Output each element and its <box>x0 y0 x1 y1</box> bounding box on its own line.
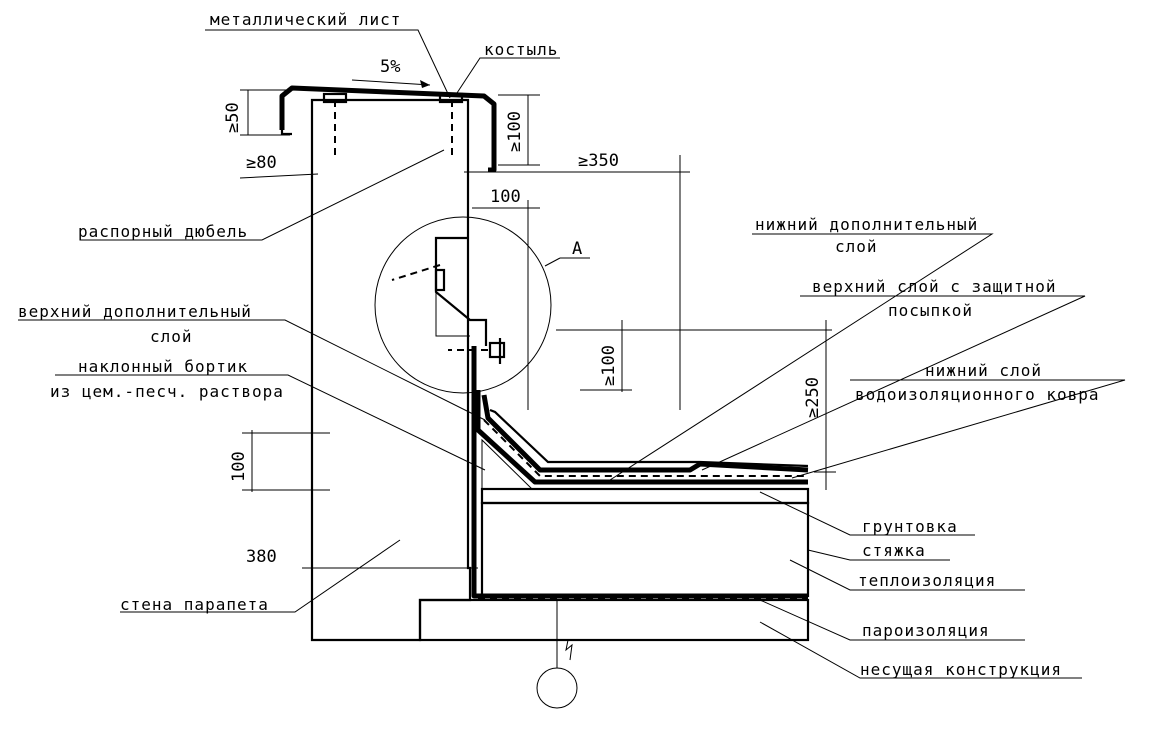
sloped-fillet <box>481 438 534 490</box>
dim-100-left: 100 <box>229 451 249 482</box>
vapor-barrier <box>471 346 808 599</box>
label-parapet-wall: стена парапета <box>120 595 269 614</box>
label-vapor-barrier: пароизоляция <box>862 621 990 640</box>
leader-lines <box>18 29 1126 679</box>
label-lower-extra-layer: нижний дополнительный <box>755 215 978 234</box>
label-insulation: теплоизоляция <box>858 571 996 590</box>
dim-380: 380 <box>246 547 277 567</box>
label-bottom-layer: нижний слой <box>925 361 1042 380</box>
section-circle <box>536 667 578 709</box>
label-crutch: костыль <box>484 40 558 59</box>
dim-100-top: ≥100 <box>505 111 525 152</box>
dimension-lines <box>239 79 836 569</box>
dim-100-lap: ≥100 <box>599 345 619 386</box>
dimension-texts: 5% ≥50 ≥80 ≥100 ≥350 100 ≥100 ≥250 100 3… <box>223 57 823 567</box>
label-upper-extra-layer-2: слой <box>150 327 193 346</box>
parapet-wall <box>310 98 472 642</box>
callout-labels: металлический лист костыль распорный дюб… <box>18 10 1100 679</box>
waterproofing-layers <box>475 390 809 485</box>
label-bottom-layer-2: водоизоляционного ковра <box>855 385 1100 404</box>
label-top-layer: верхний слой с защитной <box>812 277 1057 296</box>
label-upper-extra-layer: верхний дополнительный <box>18 302 252 321</box>
dim-80: ≥80 <box>246 153 277 173</box>
label-top-layer-2: посыпкой <box>888 301 973 320</box>
label-load-bearing: несущая конструкция <box>860 660 1062 679</box>
load-bearing-slab <box>418 598 810 709</box>
metal-cap-sheet <box>279 85 497 173</box>
dim-350: ≥350 <box>578 151 619 171</box>
label-primer: грунтовка <box>862 517 958 536</box>
dim-slope: 5% <box>380 57 400 77</box>
detail-circle-a <box>374 216 552 394</box>
wall-step-profile <box>391 236 506 364</box>
dim-100-mid: 100 <box>490 187 521 207</box>
label-sloped-fillet-2: из цем.-песч. раствора <box>50 382 284 401</box>
insulation-layer <box>480 501 810 598</box>
screed-layer <box>480 487 810 505</box>
dim-50: ≥50 <box>223 102 243 133</box>
label-sloped-fillet: наклонный бортик <box>78 357 248 376</box>
label-screed: стяжка <box>862 541 926 560</box>
label-lower-extra-layer-2: слой <box>835 237 878 256</box>
label-expansion-dowel: распорный дюбель <box>78 222 248 241</box>
dim-250: ≥250 <box>803 377 823 418</box>
label-node-a: А <box>572 239 582 259</box>
label-metal-sheet: металлический лист <box>210 10 401 29</box>
